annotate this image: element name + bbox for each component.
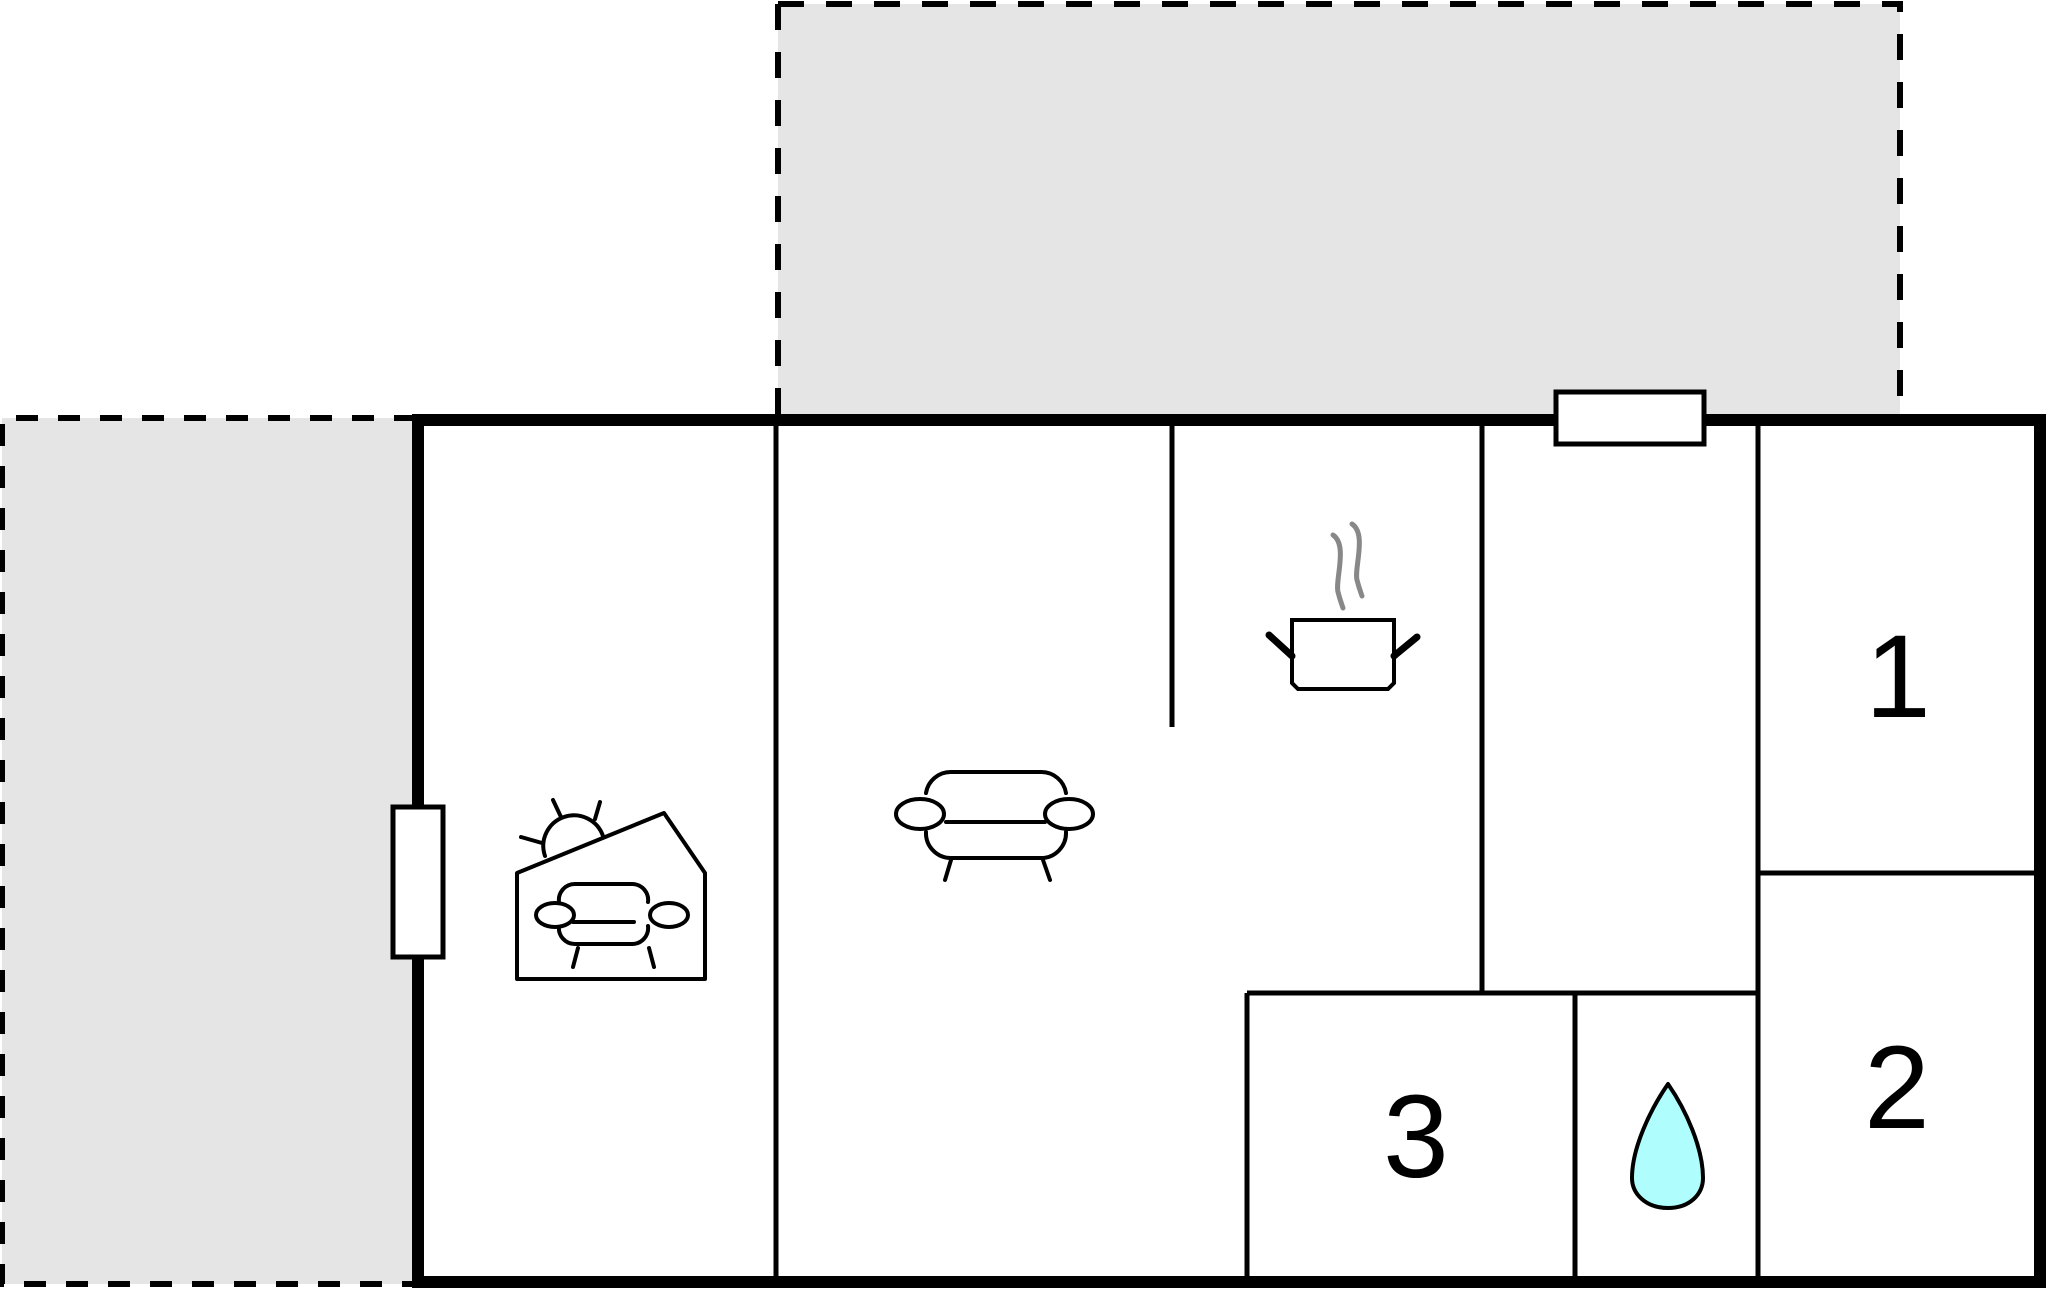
terrace-top xyxy=(775,1,1903,418)
door-left xyxy=(390,804,446,960)
bedroom-1-label: 1 xyxy=(1865,611,1931,743)
bedroom-2-label: 2 xyxy=(1864,1022,1930,1154)
interior-walls xyxy=(773,420,2034,1282)
water-drop-icon xyxy=(1630,1082,1705,1210)
sofa-icon xyxy=(894,769,1095,882)
bedroom-3-label: 3 xyxy=(1383,1071,1449,1203)
interior-floor xyxy=(418,420,2040,1282)
cooking-pot-icon xyxy=(1265,521,1421,691)
terrace-left xyxy=(0,415,416,1287)
door-top xyxy=(1553,389,1707,447)
conservatory-sofa-icon xyxy=(515,798,707,981)
